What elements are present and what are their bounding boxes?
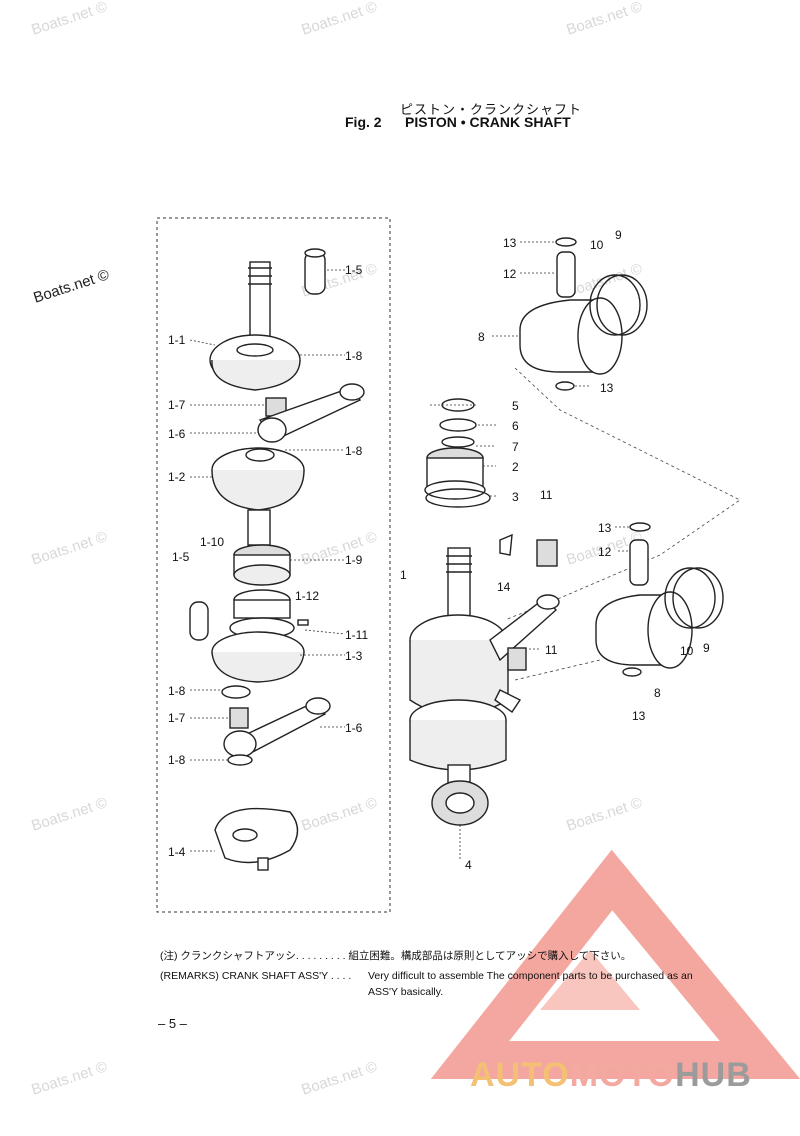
label-1: 1 [400, 568, 407, 582]
label-1-8: 1-8 [345, 444, 363, 458]
label-1-6: 1-6 [345, 721, 363, 735]
label-12: 12 [503, 267, 517, 281]
label-1-8: 1-8 [168, 753, 186, 767]
label-1-5: 1-5 [172, 550, 190, 564]
label-8: 8 [654, 686, 661, 700]
label-13: 13 [632, 709, 646, 723]
label-10: 10 [590, 238, 604, 252]
label-1-1: 1-1 [168, 333, 186, 347]
label-1-7: 1-7 [168, 711, 186, 725]
label-1-12: 1-12 [295, 589, 320, 603]
label-4: 4 [465, 858, 472, 872]
label-11: 11 [545, 643, 558, 657]
label-1-6: 1-6 [168, 427, 186, 441]
remarks-body-line1: Very difficult to assemble The component… [368, 970, 693, 982]
label-9: 9 [615, 228, 622, 242]
label-2: 2 [512, 460, 519, 474]
label-14: 14 [497, 580, 511, 594]
label-12: 12 [598, 545, 612, 559]
logo-part-auto: AUTO [470, 1056, 570, 1094]
piston-lower [595, 522, 724, 677]
remarks-label: (REMARKS) CRANK SHAFT ASS'Y . . . . [160, 970, 352, 982]
label-11: 11 [540, 488, 553, 502]
leader-lines [189, 241, 630, 860]
label-1-4: 1-4 [168, 845, 186, 859]
automotohub-logo: AUTOMOTOHUB [470, 1056, 752, 1095]
label-7: 7 [512, 440, 519, 454]
label-1-8: 1-8 [168, 684, 186, 698]
assembly-outline [156, 217, 391, 913]
label-1-10: 1-10 [200, 535, 225, 549]
title-japanese: ピストン・クランクシャフト [400, 102, 583, 117]
label-10: 10 [680, 644, 694, 658]
label-13: 13 [598, 521, 612, 535]
label-9: 9 [703, 641, 710, 655]
logo-part-moto: MOTO [569, 1056, 676, 1094]
crankshaft-assembled [409, 398, 560, 826]
remarks-body-line2: ASS'Y basically. [368, 986, 444, 998]
pin-part [304, 251, 326, 295]
page-number: – 5 – [158, 1016, 187, 1031]
label-1-5: 1-5 [345, 263, 363, 277]
logo-triangle-mark [430, 849, 800, 1079]
label-8: 8 [478, 330, 485, 344]
label-1-2: 1-2 [168, 470, 186, 484]
label-1-7: 1-7 [168, 398, 186, 412]
label-1-11: 1-11 [345, 628, 369, 642]
piston-upper [519, 237, 648, 391]
title-english: PISTON • CRANK SHAFT [405, 114, 571, 130]
label-3: 3 [512, 490, 519, 504]
label-13: 13 [600, 381, 614, 395]
logo-part-hub: HUB [675, 1056, 752, 1094]
label-5: 5 [512, 399, 519, 413]
label-6: 6 [512, 419, 519, 433]
label-13: 13 [503, 236, 517, 250]
label-1-9: 1-9 [345, 553, 363, 567]
label-1-3: 1-3 [345, 649, 363, 663]
figure-number: Fig. 2 [345, 114, 382, 130]
remarks-japanese: (注) クランクシャフトアッシ. . . . . . . . . 組立困難。構成… [160, 950, 632, 962]
label-1-8: 1-8 [345, 349, 363, 363]
crankshaft-exploded-parts [189, 248, 365, 871]
